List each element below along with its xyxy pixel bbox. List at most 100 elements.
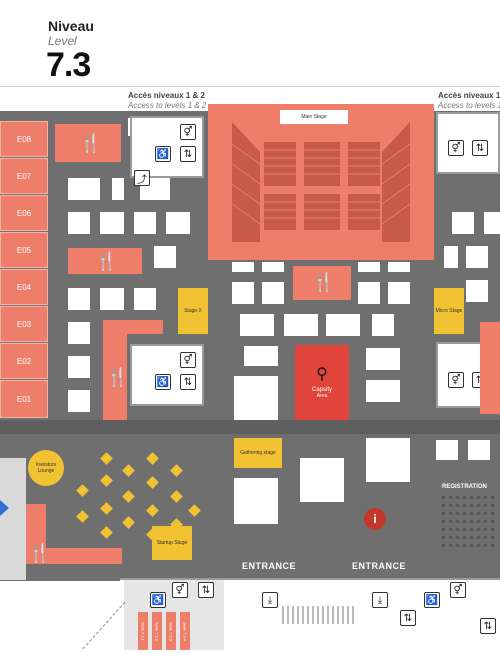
booth[interactable] xyxy=(232,262,254,272)
micro-stage[interactable]: Micro Stage xyxy=(434,288,464,334)
salle-4[interactable]: Salle 7.3.4 xyxy=(180,612,190,650)
booth[interactable] xyxy=(358,262,380,272)
registration-seat xyxy=(463,528,466,531)
entrance-label-1: ENTRANCE xyxy=(242,561,297,571)
room-e01[interactable]: E01 xyxy=(0,380,48,418)
booth[interactable] xyxy=(234,376,278,420)
booth[interactable] xyxy=(300,458,344,502)
restaurant-area-center[interactable] xyxy=(293,266,351,300)
booth[interactable] xyxy=(100,212,124,234)
registration-seat xyxy=(470,536,473,539)
booth[interactable] xyxy=(68,288,90,310)
toilet-icon: ⚥ xyxy=(448,372,464,388)
room-e03[interactable]: E03 xyxy=(0,306,48,342)
booth[interactable] xyxy=(388,262,410,272)
registration-seat xyxy=(491,512,494,515)
booth[interactable] xyxy=(262,282,284,304)
restaurant-icon: 🍴 xyxy=(95,251,118,271)
booth[interactable] xyxy=(134,212,156,234)
registration-seat xyxy=(477,512,480,515)
booth[interactable] xyxy=(466,246,488,268)
room-e04[interactable]: E04 xyxy=(0,269,48,305)
registration-seat xyxy=(463,544,466,547)
lounge-seat xyxy=(170,490,183,503)
restaurant-area-3[interactable] xyxy=(103,320,127,422)
lounge-seat xyxy=(170,464,183,477)
lounge-seat xyxy=(76,510,89,523)
room-e05[interactable]: E05 xyxy=(0,232,48,268)
room-e02[interactable]: E02 xyxy=(0,343,48,379)
salle-1[interactable]: Salle 7.3.1 xyxy=(138,612,148,650)
main-stage-seating xyxy=(231,122,411,242)
lounge-seat xyxy=(188,504,201,517)
registration-seat xyxy=(463,536,466,539)
salle-2[interactable]: Salle 7.3.2 xyxy=(152,612,162,650)
stairs-icon: ⤓ xyxy=(372,592,388,608)
restaurant-area-1[interactable] xyxy=(55,124,121,162)
booth[interactable] xyxy=(326,314,360,336)
restaurant-area-2[interactable] xyxy=(68,248,142,274)
arrow-left-icon[interactable] xyxy=(0,500,9,516)
booth[interactable] xyxy=(112,178,124,200)
capsity-area[interactable]: ⚲ Capsity Area xyxy=(295,345,349,421)
booth[interactable] xyxy=(154,246,176,268)
booth[interactable] xyxy=(244,346,278,366)
registration-seat xyxy=(491,504,494,507)
booth[interactable] xyxy=(68,322,90,344)
booth[interactable] xyxy=(358,282,380,304)
booth[interactable] xyxy=(468,440,490,460)
info-icon[interactable]: i xyxy=(364,508,386,530)
stairs-icon: ♿ xyxy=(150,592,166,608)
registration-seat xyxy=(477,504,480,507)
toilet-icon: ⚥ xyxy=(448,140,464,156)
booth[interactable] xyxy=(366,380,400,402)
stage-x[interactable]: Stage X xyxy=(178,288,208,334)
lounge-seat xyxy=(100,526,113,539)
booth[interactable] xyxy=(68,390,90,412)
registration-seat xyxy=(491,520,494,523)
registration-seat xyxy=(442,520,445,523)
salle-3[interactable]: Salle 7.3.3 xyxy=(166,612,176,650)
startup-stage[interactable]: Startup Stage xyxy=(152,526,192,560)
restaurant-area-right[interactable] xyxy=(480,322,500,414)
lounge-seat xyxy=(122,490,135,503)
lounge-seat xyxy=(100,502,113,515)
booth[interactable] xyxy=(388,282,410,304)
room-e08[interactable]: E08 xyxy=(0,121,48,157)
booth[interactable] xyxy=(232,282,254,304)
toilet-block-right[interactable] xyxy=(436,112,500,174)
toilet-icon: ⚥ xyxy=(180,352,196,368)
booth[interactable] xyxy=(68,356,90,378)
registration-seat xyxy=(484,520,487,523)
micro-stage-label: Micro Stage xyxy=(435,308,463,314)
booth[interactable] xyxy=(436,440,458,460)
booth[interactable] xyxy=(452,212,474,234)
booth[interactable] xyxy=(466,280,488,302)
elevator-icon: ⇅ xyxy=(480,618,496,634)
stage-x-label: Stage X xyxy=(184,308,202,314)
booth[interactable] xyxy=(484,212,500,234)
elevator-icon: ⇅ xyxy=(180,374,196,390)
booth[interactable] xyxy=(166,212,190,234)
stairs-icon: ⤴ xyxy=(134,170,150,186)
registration-seat xyxy=(470,504,473,507)
booth[interactable] xyxy=(366,438,410,482)
room-label: E02 xyxy=(16,356,32,366)
booth[interactable] xyxy=(444,246,458,268)
booth[interactable] xyxy=(240,314,274,336)
booth[interactable] xyxy=(68,212,90,234)
salle-4-label: Salle 7.3.4 xyxy=(182,621,188,641)
booth[interactable] xyxy=(366,348,400,370)
booth[interactable] xyxy=(100,288,124,310)
gathering-stage[interactable]: Gathering stage xyxy=(234,438,282,468)
booth[interactable] xyxy=(234,478,278,524)
booth[interactable] xyxy=(68,178,100,200)
booth[interactable] xyxy=(372,314,394,336)
booth[interactable] xyxy=(134,288,156,310)
room-e06[interactable]: E06 xyxy=(0,195,48,231)
room-e07[interactable]: E07 xyxy=(0,158,48,194)
investors-lounge[interactable]: Investors Lounge xyxy=(28,450,64,486)
registration-seat xyxy=(463,496,466,499)
booth[interactable] xyxy=(284,314,318,336)
booth[interactable] xyxy=(262,262,284,272)
